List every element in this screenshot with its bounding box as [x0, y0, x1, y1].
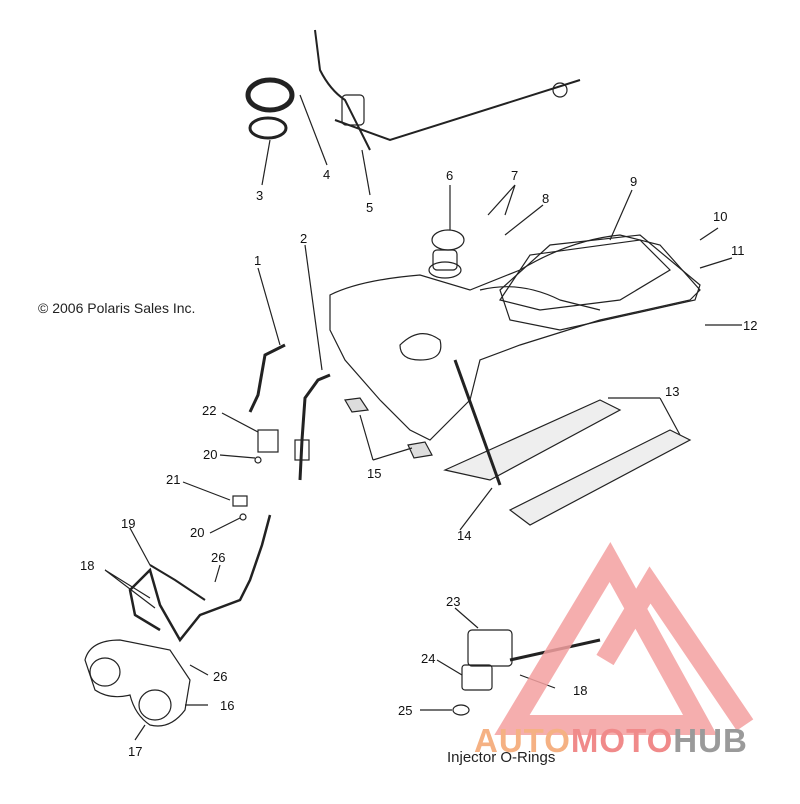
throttle-body: [84, 639, 191, 727]
callout-23: 23: [446, 594, 460, 609]
callout-20b: 20: [190, 525, 204, 540]
callout-9: 9: [630, 174, 637, 189]
fuel-rail: [128, 514, 272, 643]
copyright-text: © 2006 Polaris Sales Inc.: [38, 300, 196, 316]
callout-19: 19: [121, 516, 135, 531]
tank-shroud: [499, 234, 701, 331]
callout-25: 25: [398, 703, 412, 718]
injector-caption: Injector O-Rings: [447, 749, 556, 766]
callout-10: 10: [713, 209, 727, 224]
callout-18a: 18: [80, 558, 94, 573]
callout-17: 17: [128, 744, 142, 759]
watermark-auto: AUTO: [474, 722, 571, 759]
callout-26b: 26: [213, 669, 227, 684]
callout-21: 21: [166, 472, 180, 487]
callout-24: 24: [421, 651, 435, 666]
watermark-text: AUTOMOTOHUB: [474, 722, 748, 760]
callout-11: 11: [731, 243, 745, 258]
callout-7: 7: [511, 168, 518, 183]
watermark-logo: [494, 541, 754, 735]
callout-20a: 20: [203, 447, 217, 462]
fuel-cap: [431, 229, 465, 251]
lock-ring: [245, 77, 295, 113]
callout-14: 14: [457, 528, 471, 543]
callout-16: 16: [220, 698, 234, 713]
callout-2: 2: [300, 231, 307, 246]
watermark-hub: HUB: [673, 722, 748, 759]
callout-15: 15: [367, 466, 381, 481]
callout-6: 6: [446, 168, 453, 183]
fuel-pump: [314, 29, 371, 151]
hose-2: [298, 373, 331, 481]
callout-22: 22: [202, 403, 216, 418]
hose-1: [248, 343, 286, 413]
seal-ring: [248, 116, 288, 140]
watermark-moto: MOTO: [570, 722, 674, 759]
callout-8: 8: [542, 191, 549, 206]
callout-12: 12: [743, 318, 757, 333]
heat-shield-13: [443, 399, 622, 481]
callout-26a: 26: [211, 550, 225, 565]
callout-5: 5: [366, 200, 373, 215]
injector: [467, 629, 513, 667]
callout-4: 4: [323, 167, 330, 182]
callout-3: 3: [256, 188, 263, 203]
callout-13: 13: [665, 384, 679, 399]
fuel-tank: [329, 234, 701, 441]
callout-1: 1: [254, 253, 261, 268]
callout-18b: 18: [573, 683, 587, 698]
